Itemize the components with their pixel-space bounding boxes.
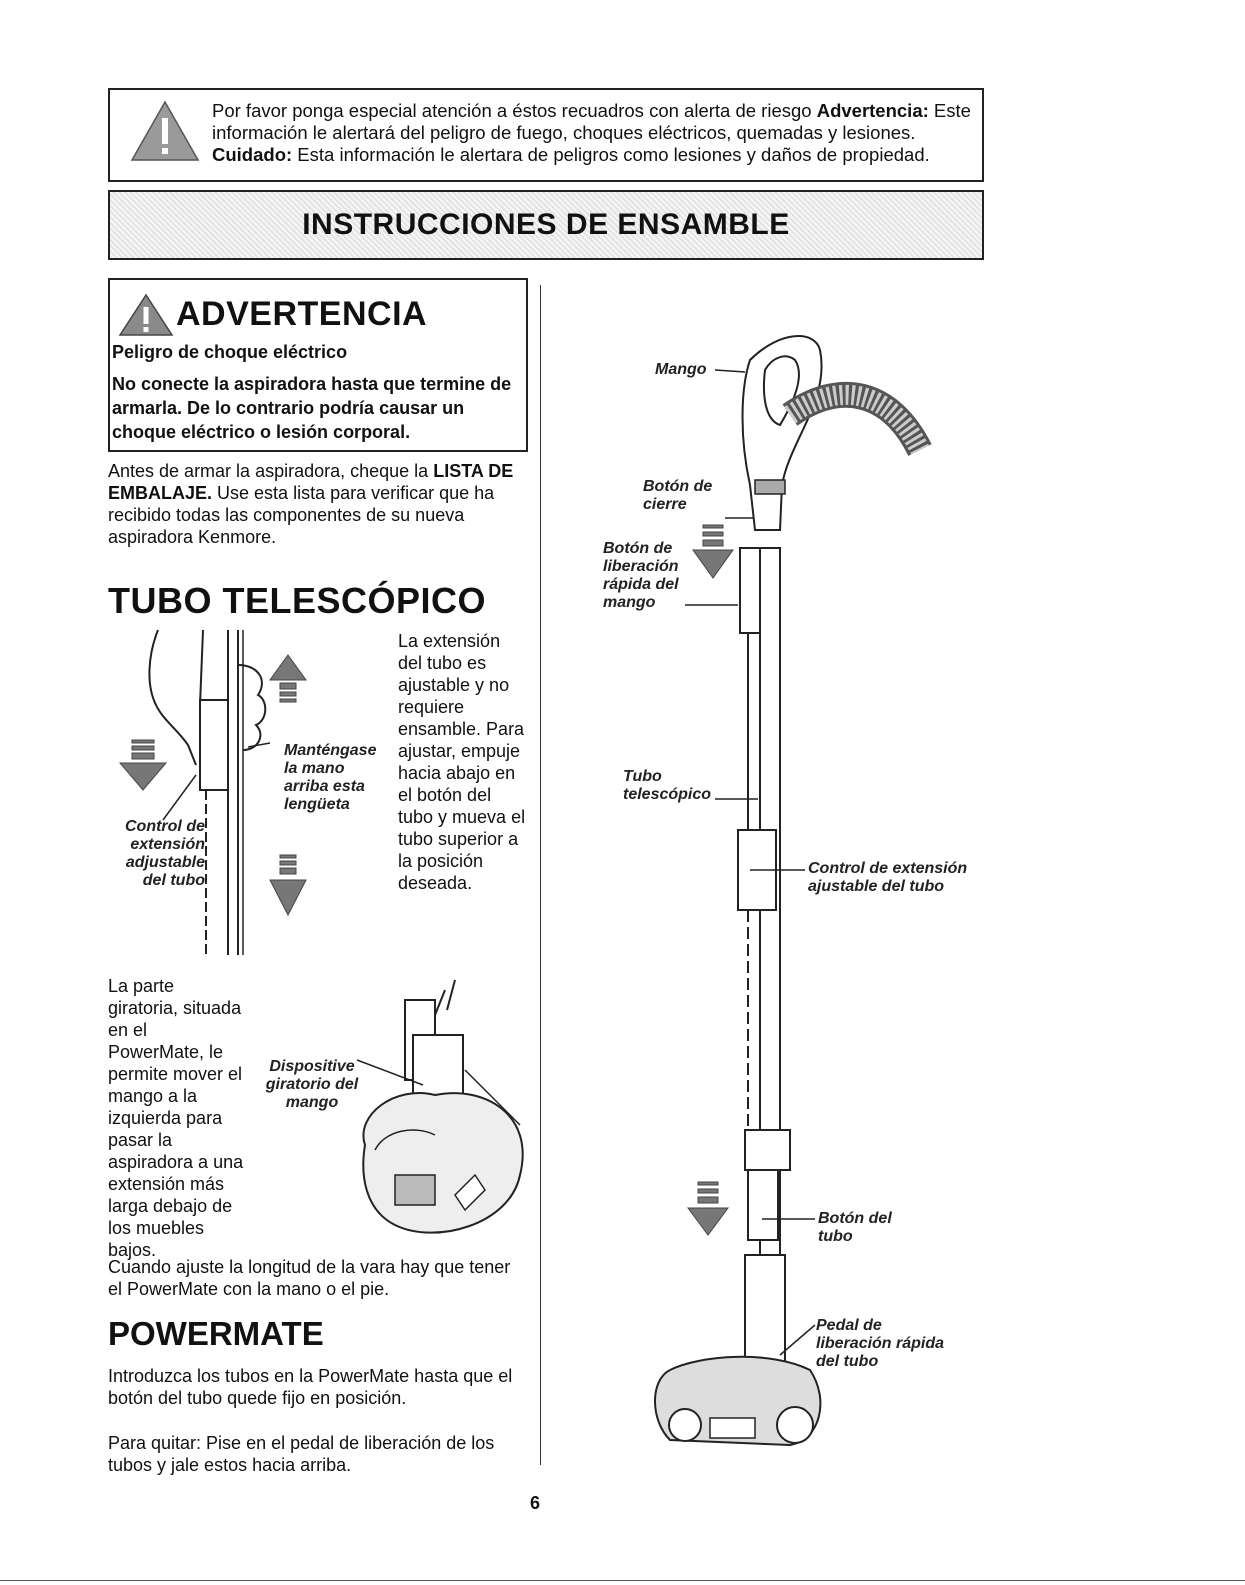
safety-notice-text: Por favor ponga especial atención a ésto… [212, 100, 971, 165]
lock-button-label: Botón de cierre [643, 478, 713, 513]
warning-title: ADVERTENCIA [176, 295, 428, 333]
warning-triangle-icon [130, 100, 200, 161]
column-divider [540, 285, 541, 1465]
telescopic-tube-label: Tubo telescópico [623, 768, 712, 803]
adjust-note: Cuando ajuste la longitud de la vara hay… [108, 1257, 511, 1299]
warning-body: No conecte la aspiradora hasta que termi… [112, 374, 512, 442]
tube-adjust-illustration [118, 629, 307, 955]
swivel-illustration [356, 979, 524, 1234]
tube-release-pedal-label: Pedal de liberación rápida del tubo [816, 1317, 945, 1370]
safety-notice-box [108, 88, 984, 182]
bottom-rule [0, 1580, 1245, 1581]
extension-control-label: Control de extensión adjustable del tubo [125, 818, 205, 889]
handle-label: Mango [655, 361, 707, 378]
telescopic-tube-heading: TUBO TELESCÓPICO [108, 580, 487, 621]
quick-release-button-label: Botón de liberación rápida del mango [603, 540, 679, 611]
extension-control-diagram-label: Control de extensión ajustable del tubo [808, 860, 968, 895]
powermate-heading: POWERMATE [108, 1315, 324, 1352]
section-banner: INSTRUCCIONES DE ENSAMBLE [108, 190, 984, 260]
intro-paragraph: Antes de armar la aspiradora, cheque la … [108, 461, 514, 547]
swivel-description: La parte giratoria, situada en el PowerM… [108, 976, 244, 1260]
hold-hand-label: Manténgase la mano arriba esta lengüeta [284, 742, 377, 813]
warning-subtitle: Peligro de choque eléctrico [112, 342, 348, 362]
page-number: 6 [530, 1493, 541, 1513]
swivel-label: Dispositive giratorio del mango [265, 1058, 359, 1111]
vacuum-assembly-diagram [654, 335, 932, 1447]
powermate-remove-text: Para quitar: Pise en el pedal de liberac… [108, 1433, 495, 1475]
warning-box [108, 278, 528, 452]
warning-triangle-icon [118, 293, 174, 336]
tube-description: La extensión del tubo es ajustable y no … [398, 631, 526, 893]
powermate-insert-text: Introduzca los tubos en la PowerMate has… [108, 1366, 513, 1408]
tube-button-label: Botón del tubo [818, 1210, 892, 1245]
